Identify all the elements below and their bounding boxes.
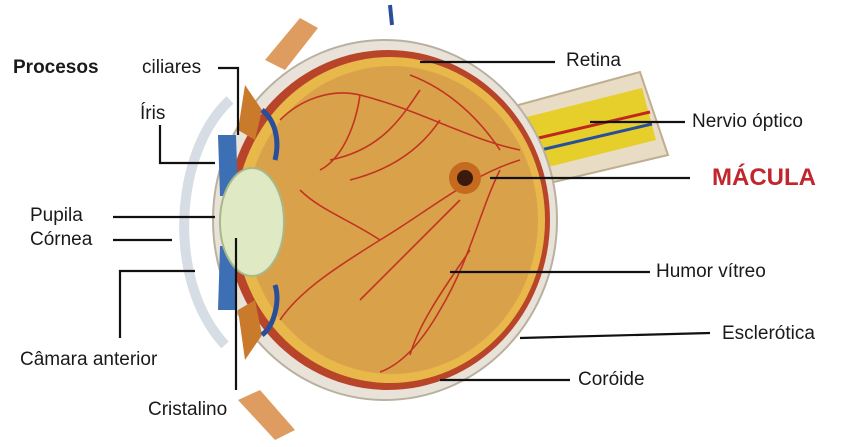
label-camara-anterior: Câmara anterior <box>20 350 157 369</box>
label-cornea: Córnea <box>30 230 92 249</box>
crystalline-lens <box>220 168 284 276</box>
label-macula: MÁCULA <box>712 166 816 190</box>
label-ciliares: ciliares <box>142 58 201 77</box>
label-retina: Retina <box>566 51 621 70</box>
label-procesos: Procesos <box>13 58 99 77</box>
label-esclerotica: Esclerótica <box>722 324 815 343</box>
label-coroide: Coróide <box>578 370 645 389</box>
label-humor-vitreo: Humor vítreo <box>656 262 766 281</box>
label-nervio-optico: Nervio óptico <box>692 112 803 131</box>
label-pupila: Pupila <box>30 206 83 225</box>
macula-spot <box>449 162 481 194</box>
label-cristalino: Cristalino <box>148 400 227 419</box>
label-iris: Íris <box>140 104 165 123</box>
